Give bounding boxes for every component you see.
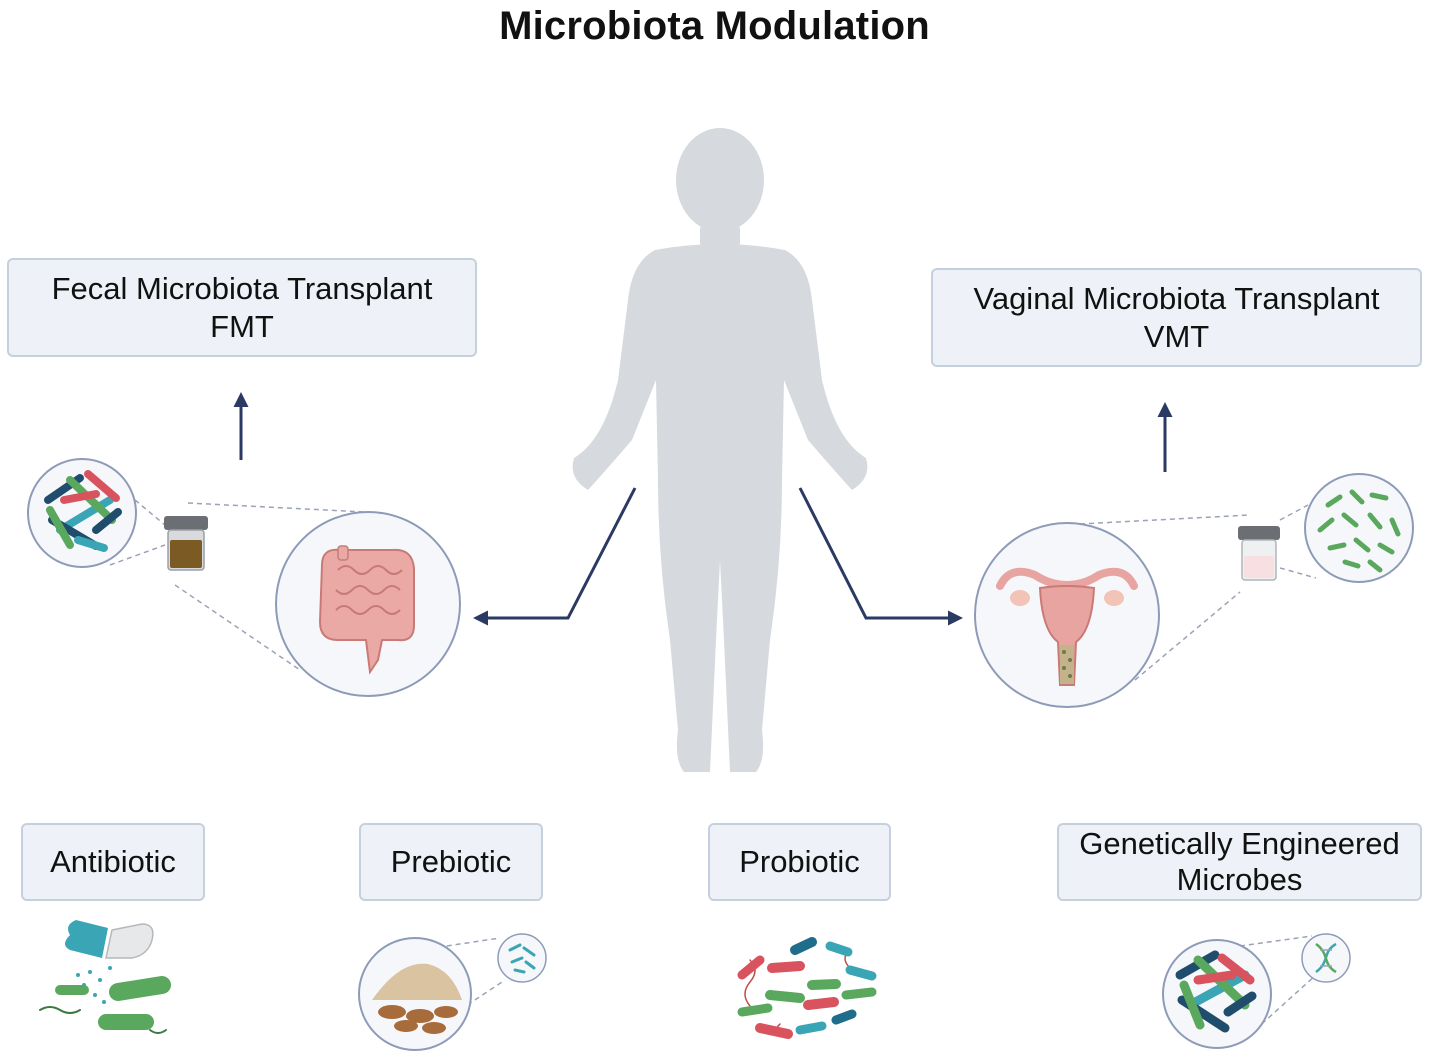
probiotic-label-box: Probiotic <box>708 823 891 901</box>
uterus-icon <box>974 522 1160 708</box>
vmt-label-line2: VMT <box>1143 318 1210 354</box>
vmt-label-line1: Vaginal Microbiota Transplant <box>973 280 1380 316</box>
page-title: Microbiota Modulation <box>499 4 930 48</box>
microbe-cluster-vmt-icon <box>1304 473 1414 583</box>
gem-label-box: Genetically Engineered Microbes <box>1057 823 1422 901</box>
gem-label-line2: Microbes <box>1176 862 1303 897</box>
vmt-zoom-lines-icon <box>1079 504 1317 681</box>
fmt-label-line2: FMT <box>210 308 274 344</box>
probiotic-label: Probiotic <box>739 844 860 879</box>
fmt-label-box: Fecal Microbiota Transplant FMT <box>7 258 477 357</box>
prebiotic-label: Prebiotic <box>390 844 512 879</box>
antibiotic-bacteria-icon <box>39 976 171 1034</box>
human-silhouette-icon <box>572 128 868 772</box>
antibiotic-label-box: Antibiotic <box>21 823 205 901</box>
antibiotic-capsule-icon <box>65 920 154 1004</box>
vmt-label-box: Vaginal Microbiota Transplant VMT <box>931 268 1422 367</box>
arrow-to-intestine-icon <box>473 487 637 626</box>
prebiotic-fiber-icon <box>358 933 547 1051</box>
intestine-icon <box>275 511 461 697</box>
fmt-label-line1: Fecal Microbiota Transplant <box>51 270 433 306</box>
microbe-cluster-fmt-icon <box>27 458 137 568</box>
vaginal-sample-jar-icon <box>1238 526 1280 581</box>
prebiotic-label-box: Prebiotic <box>359 823 543 901</box>
stool-jar-icon <box>164 516 208 571</box>
gem-label-line1: Genetically Engineered <box>1079 826 1400 861</box>
fmt-zoom-lines-icon <box>109 499 366 671</box>
antibiotic-label: Antibiotic <box>50 844 176 879</box>
engineered-microbes-icon <box>1162 933 1351 1049</box>
probiotic-bacteria-icon <box>737 937 877 1039</box>
arrow-to-uterus-icon <box>798 487 963 626</box>
